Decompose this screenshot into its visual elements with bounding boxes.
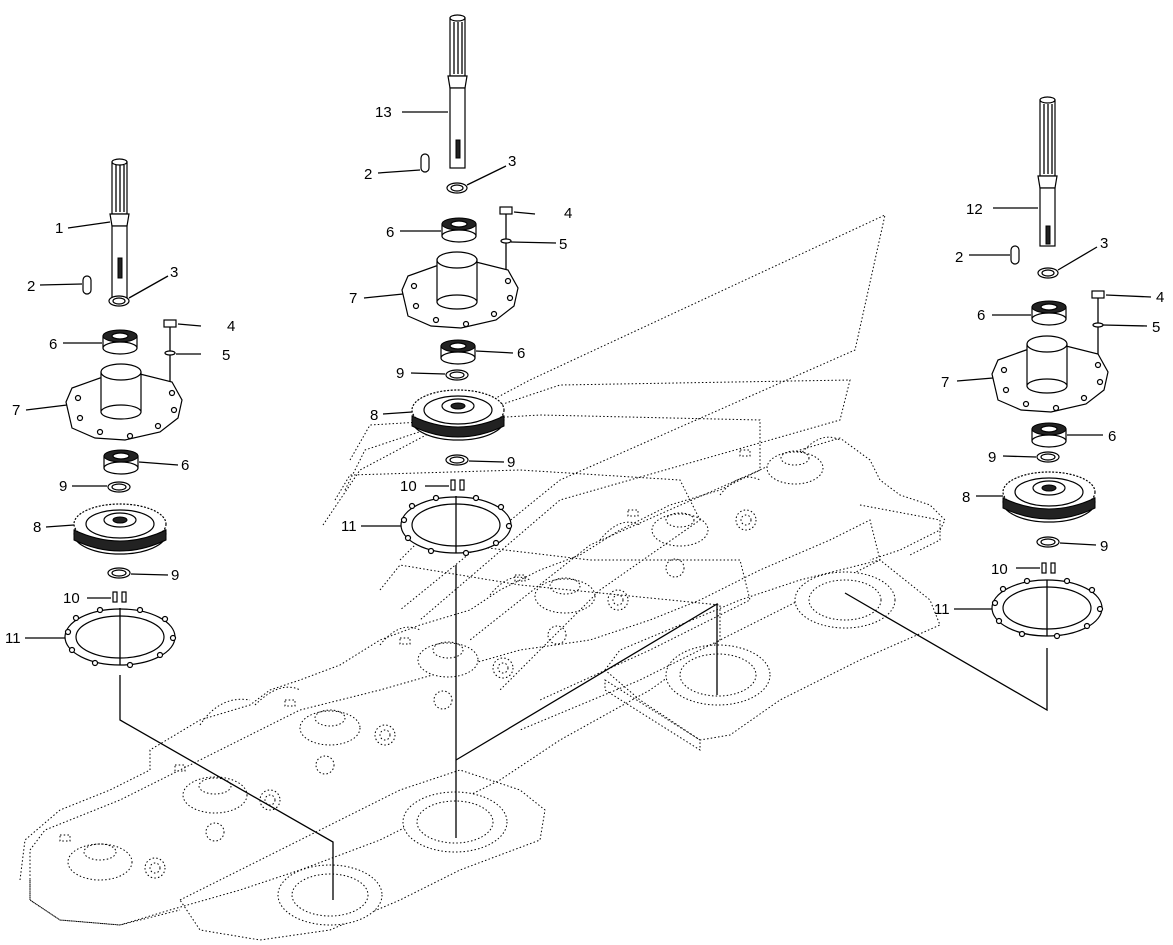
circlip-9-upper [445,369,469,381]
leader-right-to-housing [844,592,1048,712]
circlip-9-upper [107,481,131,493]
label-9b: 9 [507,454,515,471]
circlip-9-lower [107,567,131,579]
circlip-9-lower [445,454,469,466]
bearing-6-upper [441,217,477,243]
label-2: 2 [955,249,963,266]
callout-leaders-center [361,111,557,527]
callout-leaders-right [954,207,1152,610]
label-6a: 6 [977,307,985,324]
circlip-3 [108,295,130,307]
label-5: 5 [222,347,230,364]
label-10: 10 [991,561,1008,578]
bearing-6-lower [1031,422,1067,448]
gear-8 [73,503,167,555]
ring-11 [991,577,1104,640]
label-7: 7 [941,374,949,391]
label-10: 10 [63,590,80,607]
label-5: 5 [559,236,567,253]
label-11: 11 [5,630,21,647]
gear-8 [1002,471,1096,523]
circlip-9-lower [1036,536,1060,548]
label-9a: 9 [396,365,404,382]
bearing-6-upper [1031,300,1067,326]
label-5: 5 [1152,319,1160,336]
label-4: 4 [1156,289,1164,306]
label-6a: 6 [49,336,57,353]
assembly-left: 1 2 3 4 5 6 7 6 9 8 9 10 11 [5,158,235,669]
assembly-right: 12 2 3 4 6 5 7 6 9 8 9 10 11 [934,96,1164,640]
washer-5 [500,238,512,244]
circlip-9-upper [1036,451,1060,463]
label-11: 11 [934,601,950,618]
label-11: 11 [341,518,357,535]
ring-seat-left [277,864,383,926]
circlip-3 [446,182,468,194]
label-9b: 9 [1100,538,1108,555]
label-13: 13 [375,104,392,121]
shaft-13 [447,14,468,169]
bearing-cover-7 [401,251,519,329]
label-6b: 6 [1108,428,1116,445]
label-4: 4 [564,205,572,222]
key-10 [1041,562,1056,574]
bearing-6-lower [440,339,476,365]
key-10 [112,591,127,603]
housing-mound-1 [67,843,133,881]
ring-seat-right-b [794,571,896,629]
label-8: 8 [370,407,378,424]
label-6b: 6 [517,345,525,362]
leader-left-to-housing [119,675,334,900]
bearing-6-lower [103,449,139,475]
assembly-center: 13 2 3 4 6 5 7 6 9 8 9 10 11 [341,14,572,557]
label-7: 7 [349,290,357,307]
washer-5 [164,350,176,356]
bearing-cover-7 [65,363,183,441]
key-2 [420,153,430,173]
ring-seat-right-a [665,644,771,706]
shaft-12 [1037,96,1058,247]
housing-mound-6 [651,512,709,547]
washer-5 [1092,322,1104,328]
label-6b: 6 [181,457,189,474]
label-8: 8 [962,489,970,506]
label-8: 8 [33,519,41,536]
key-10 [450,479,465,491]
housing-mound-7 [766,450,824,485]
housing-mound-5 [534,577,596,614]
label-12: 12 [966,201,983,218]
housing-mound-3 [299,709,361,746]
label-10: 10 [400,478,417,495]
shaft-1 [109,158,130,303]
housing-mound-2 [182,776,248,814]
key-2 [1010,245,1020,265]
label-9b: 9 [171,567,179,584]
label-2: 2 [364,166,372,183]
label-1: 1 [55,220,63,237]
label-3: 3 [1100,235,1108,252]
leader-center-to-side [455,602,718,761]
callout-leaders-left [25,221,202,639]
label-6a: 6 [386,224,394,241]
label-3: 3 [170,264,178,281]
label-2: 2 [27,278,35,295]
connection-lines [119,565,1048,900]
circlip-3 [1037,267,1059,279]
gear-8 [411,389,505,441]
label-7: 7 [12,402,20,419]
housing-mound-4 [417,641,479,678]
label-4: 4 [227,318,235,335]
bearing-cover-7 [991,335,1109,413]
ring-seat-center [402,791,508,853]
key-2 [82,275,92,295]
bearing-6-upper [102,329,138,355]
label-9a: 9 [988,449,996,466]
gearbox-housing [19,214,946,941]
label-9a: 9 [59,478,67,495]
label-3: 3 [508,153,516,170]
